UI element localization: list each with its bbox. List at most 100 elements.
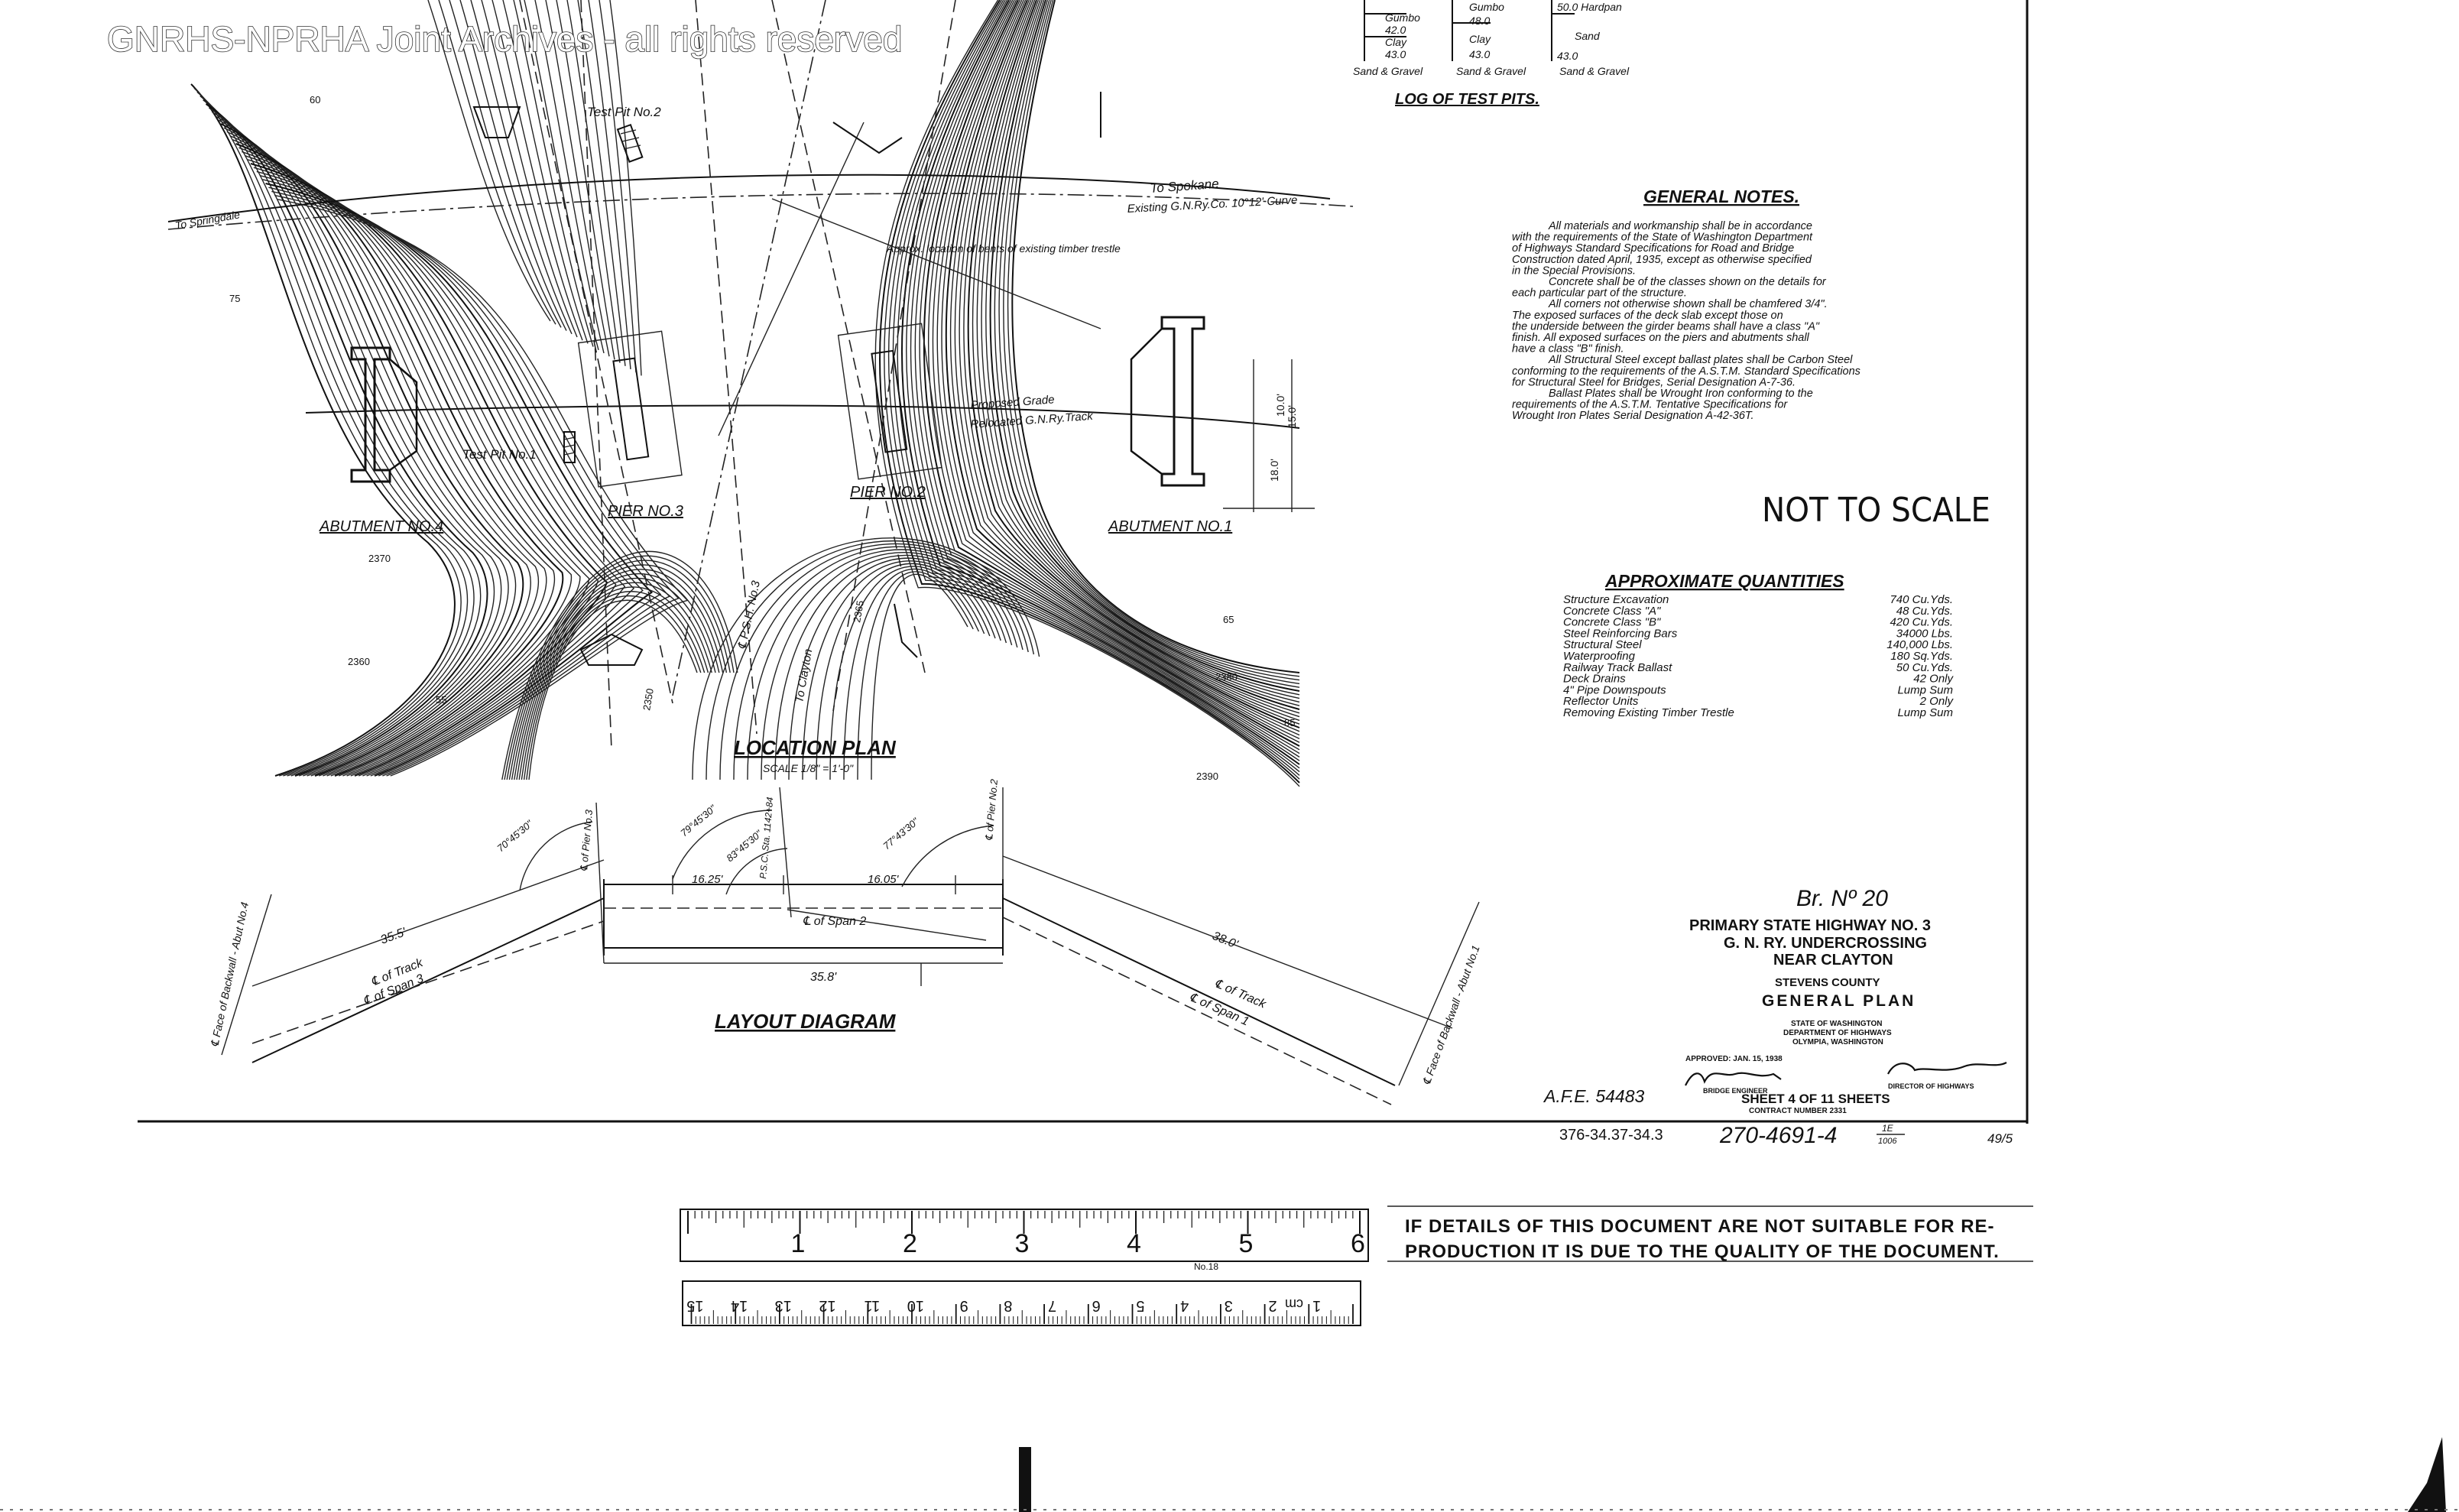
contour-line [914,0,1300,754]
contour-line [211,111,502,777]
contour-line [193,87,462,777]
contour-line [438,0,556,325]
contour-line [253,167,617,777]
contour-60-label: 60 [310,94,320,105]
approx-bents-label: Approx. location of bents of existing ti… [886,242,1121,255]
contour-line [919,0,1300,751]
contour-line [1003,0,1300,681]
ruler-cm-label: 4 [1180,1297,1189,1314]
contour-2365-label: 2365 [851,599,866,623]
contour-line [200,96,475,777]
general-notes-lines: All materials and workmanship shall be i… [1512,220,1860,422]
contour-line [884,0,1300,780]
quantity-item: Railway Track Ballast [1563,661,1672,674]
filing-ref-2: 270-4691-4 [1719,1123,1837,1148]
contour-line [588,0,631,370]
contour-line [524,0,599,350]
state-line-2: DEPARTMENT OF HIGHWAYS [1783,1029,1892,1037]
dim-35-5-label: 35.5' [379,926,409,947]
contour-line [879,0,1300,784]
span2-label: ℄ of Span 2 [803,915,866,928]
contour-2390-label: 2390 [1196,771,1218,782]
quantity-item: Structural Steel [1563,638,1642,651]
relocated-track-line [167,174,1331,222]
signatures [1685,1061,2007,1086]
location-plan-scale: SCALE 1/8" = 1'-0" [763,762,854,774]
contour-line [998,0,1300,685]
contour-line [963,0,1300,714]
general-notes-line: All materials and workmanship shall be i… [1548,220,1812,232]
ruler-inch-label: 5 [1239,1229,1254,1258]
contour-line [945,0,1300,728]
contour-line [545,0,610,357]
general-notes-line: conforming to the requirements of the A.… [1512,365,1860,378]
contour-line [556,0,615,360]
ruler-cm-label: 15 [686,1297,703,1314]
contour-line [788,557,1001,780]
general-notes-line: Concrete shall be of the classes shown o… [1549,276,1827,288]
quantity-value: 140,000 Lbs. [1886,638,1953,651]
contour-line [220,123,524,777]
contour-line [897,0,1300,769]
ruler-inch-label: 3 [1015,1229,1030,1258]
contour-line [516,577,716,780]
general-notes-line: requirements of the A.S.T.M. Tentative S… [1512,399,1788,411]
contours-right [874,0,1300,787]
sheet-number: SHEET 4 OF 11 SHEETS [1741,1092,1890,1106]
ruler-cm-label: 1 [1312,1297,1321,1314]
abutment-1-outline [1130,316,1205,487]
contour-line [892,0,1300,773]
scan-artifacts [0,1437,2459,1512]
test-pit-1-mark [563,431,576,463]
contour-line [265,183,654,777]
contour-line [927,0,1300,743]
general-notes-line: of Highways Standard Specifications for … [1512,242,1794,255]
quantity-value: 180 Sq.Yds. [1890,650,1953,663]
contour-line [874,0,1300,787]
contours-left [190,0,689,777]
pit1-row3: Clay [1385,36,1407,48]
director-label: DIRECTOR OF HIGHWAYS [1888,1082,1974,1090]
proposed-grade-line [305,404,1300,429]
contour-line [528,599,698,780]
quantity-value: 740 Cu.Yds. [1890,593,1953,606]
contour-line [521,586,709,780]
contours-bottom [501,537,1040,780]
to-clayton-label: To Clayton [793,648,815,704]
sheet-border [138,0,2029,1124]
quantity-value: 34000 Lbs. [1896,627,1953,640]
general-notes: GENERAL NOTES. All materials and workman… [1512,187,1860,422]
pier3-line-label: ℄ of Pier No.3 [578,809,595,871]
contour-line [706,540,1035,780]
contour-line [232,139,555,777]
general-notes-line: Wrought Iron Plates Serial Designation A… [1512,410,1753,422]
pit3-row2: Sand [1575,30,1601,42]
contour-line [262,179,644,777]
ruler-cm-label: 6 [1092,1297,1101,1314]
general-notes-line: All corners not otherwise shown shall be… [1548,298,1828,310]
contour-line [491,0,583,341]
contour-line [470,0,573,335]
ruler-cm-label: 8 [1004,1297,1012,1314]
contour-line [209,107,495,777]
contour-line [190,83,456,777]
contour-line [506,560,731,780]
contour-line [976,0,1300,703]
pit2-foot: Sand & Gravel [1456,65,1526,77]
pit2-row4: 43.0 [1469,48,1490,60]
title-line-2: G. N. RY. UNDERCROSSING [1724,935,1927,952]
quantity-item: Reflector Units [1563,695,1639,708]
afe-number: A.F.E. 54483 [1543,1086,1644,1106]
title-line-3: NEAR CLAYTON [1773,952,1893,969]
pit3-foot: Sand & Gravel [1559,65,1630,77]
quantities-title: APPROXIMATE QUANTITIES [1604,571,1844,591]
contour-line [514,573,720,780]
contour-line [906,0,1300,761]
contour-line [504,555,735,780]
filing-ref-3-top: 1E [1882,1123,1894,1134]
quality-notice-line1: IF DETAILS OF THIS DOCUMENT ARE NOT SUIT… [1405,1216,1995,1237]
quality-notice-line2: PRODUCTION IT IS DUE TO THE QUALITY OF T… [1405,1241,2000,1262]
contour-line [1007,0,1300,677]
